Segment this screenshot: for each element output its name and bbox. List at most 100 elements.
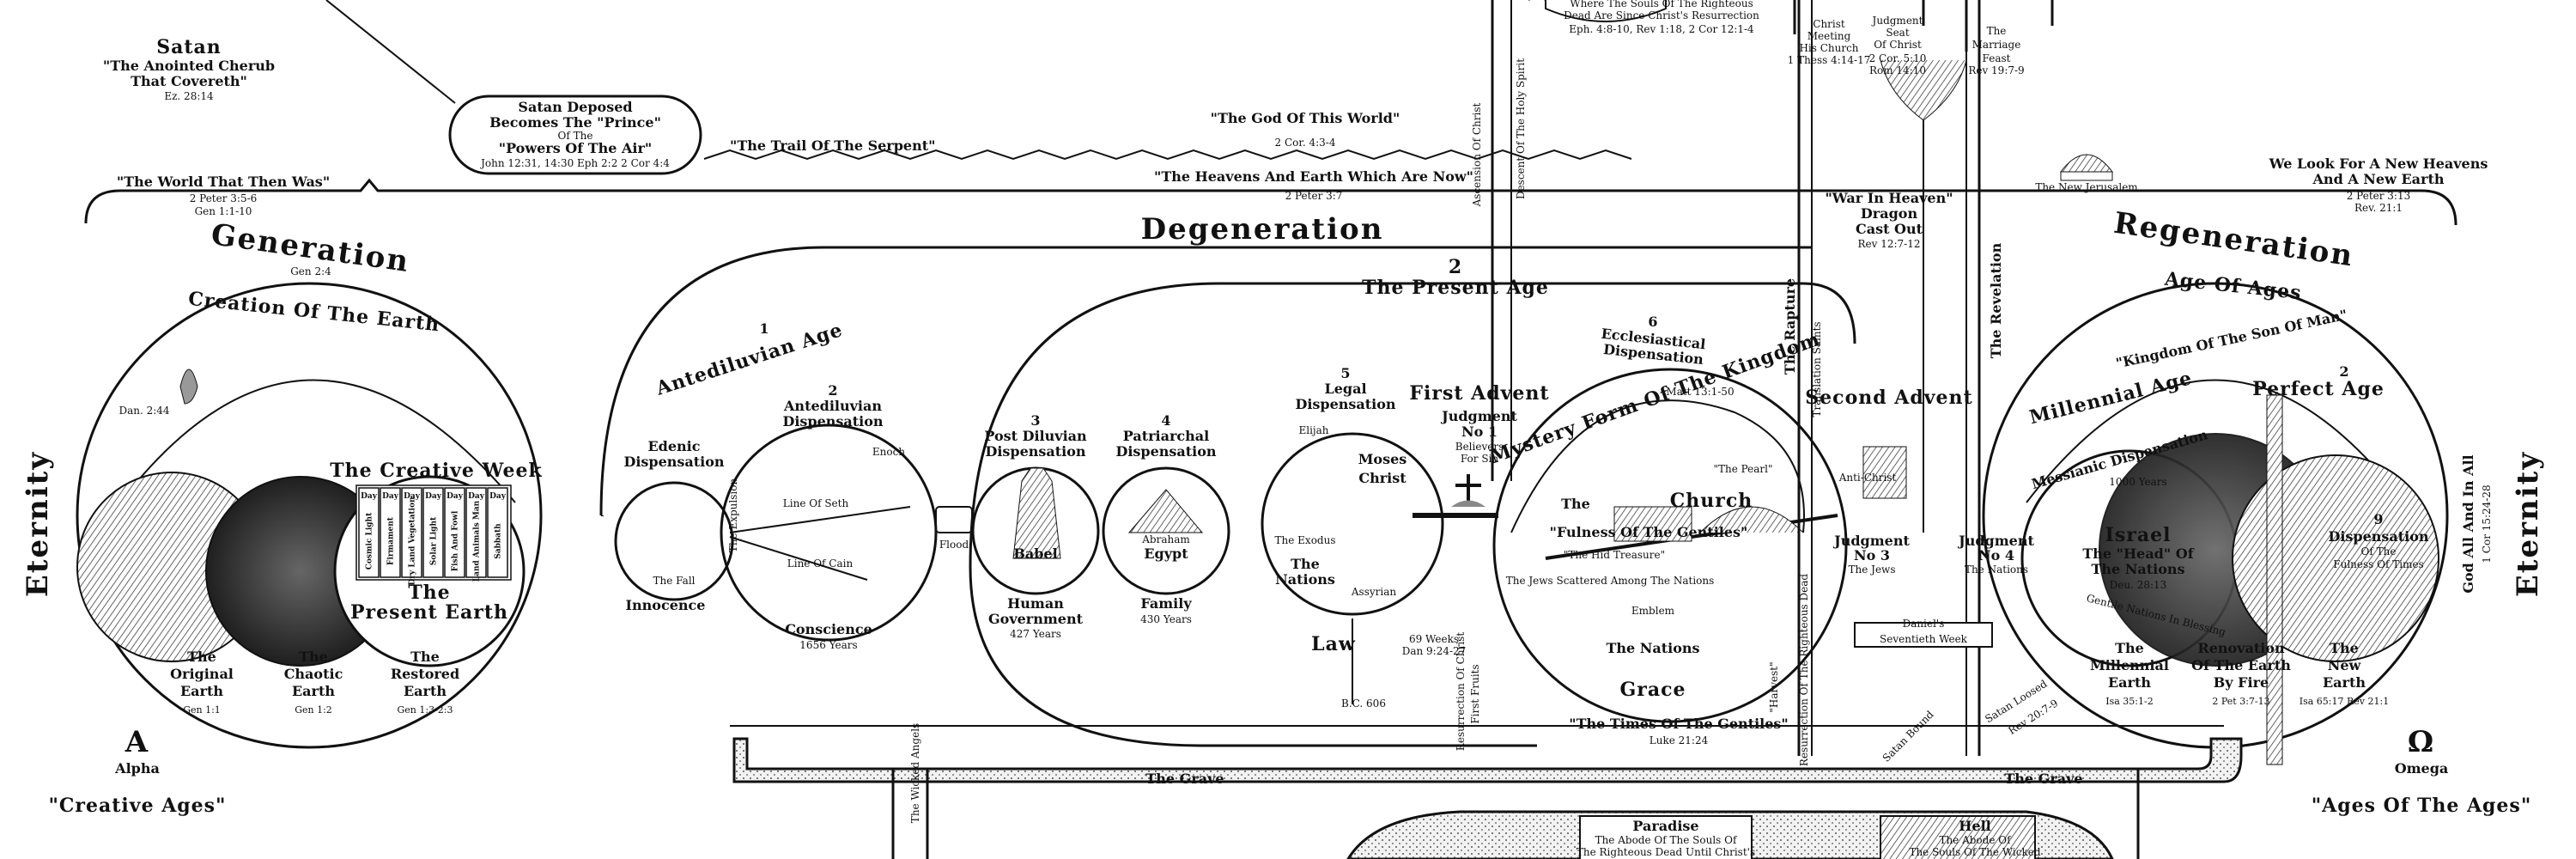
pearl-label: "The Pearl"	[1713, 463, 1772, 475]
babel-tower	[1012, 467, 1061, 559]
present-earth-2: Present Earth	[350, 601, 508, 624]
judg4-l2: No 4	[1978, 547, 2014, 564]
line-of-seth	[729, 506, 911, 533]
earth-caption-ref: Gen 1:1	[183, 704, 221, 716]
line-of-seth-label: Line Of Seth	[783, 497, 849, 509]
post-dil-num: 3	[1030, 412, 1040, 429]
christ-meeting-l3: His Church	[1799, 42, 1858, 54]
day-work: Firmament	[387, 516, 396, 565]
dragon	[1880, 59, 1967, 121]
satan-line2: That Covereth"	[131, 73, 247, 89]
antediluvian-title: Antediluvian Age	[653, 319, 846, 400]
earth-caption-line: The	[299, 649, 328, 665]
eccl-the: The	[1561, 496, 1590, 512]
deposed-line2: Becomes The "Prince"	[489, 114, 661, 131]
post-dil-years: 427 Years	[1010, 628, 1061, 640]
disp9-l2: Of The	[2361, 545, 2397, 557]
church: Church	[1670, 490, 1753, 512]
earth-caption-line: Renovation	[2197, 640, 2285, 656]
day-label: Day	[361, 492, 378, 501]
earth-caption-line: Earth	[292, 683, 335, 699]
patriarchal-circle	[1102, 466, 1230, 595]
earth-caption-ref: Isa 35:1-2	[2105, 696, 2153, 707]
judg4-l3: The Nations	[1965, 564, 2028, 576]
war-heaven-l3: Cast Out	[1856, 221, 1923, 237]
earth-caption-line: By Fire	[2214, 674, 2269, 691]
war-heaven-l2: Dragon	[1861, 205, 1918, 222]
bc606: B.C. 606	[1341, 698, 1386, 710]
first-advent-no: No 1	[1461, 423, 1498, 440]
present-age-arc	[969, 282, 1856, 568]
family-years: 430 Years	[1140, 613, 1192, 625]
judgment-seat-l2: Seat	[1886, 27, 1909, 39]
day-work: Sabbath	[495, 523, 503, 559]
exodus: The Exodus	[1275, 534, 1336, 546]
hell-box	[1880, 815, 2036, 859]
emblem: Emblem	[1631, 605, 1675, 617]
present-age-lower	[969, 566, 1537, 747]
moses: Moses	[1358, 451, 1407, 467]
patriarchal-l1: Patriarchal	[1123, 428, 1209, 444]
earth-caption-line: Chaotic	[284, 666, 343, 682]
top-cloud	[1528, 0, 1667, 22]
mystery-ref: Matt 13:1-50	[1666, 386, 1734, 398]
angel-figure	[179, 369, 198, 405]
legal-circle	[1261, 432, 1444, 616]
heavens-now: "The Heavens And Earth Which Are Now"	[1154, 168, 1473, 185]
new-heavens-l1: We Look For A New Heavens	[2269, 155, 2488, 172]
earth-caption-line: Of The Earth	[2191, 657, 2291, 673]
rapture: The Rapture	[1782, 278, 1798, 375]
earth-caption-line: Millennial	[2090, 657, 2169, 673]
day-column	[487, 487, 508, 578]
antediluvian-arc	[599, 246, 1812, 516]
patriarchal-num: 4	[1161, 412, 1170, 429]
dan-ref: Dan. 2:44	[118, 405, 169, 417]
antichrist-figure	[1862, 446, 1907, 499]
ante-disp-l2: Dispensation	[782, 413, 883, 430]
deposed-line1: Satan Deposed	[518, 99, 632, 115]
edenic-l2: Dispensation	[623, 454, 724, 470]
ecclesiastical-circle	[1492, 368, 1848, 723]
first-advent-title: First Advent	[1409, 382, 1549, 405]
grave	[730, 725, 2243, 859]
grave-band	[732, 737, 2243, 783]
post-dil-l2: Dispensation	[985, 443, 1085, 460]
edenic-circle	[614, 481, 734, 601]
daniel-ref: Dan 9:24-27	[1402, 645, 1467, 657]
serpent-trail-zigzag	[703, 149, 1632, 161]
present-earth-1: The	[408, 582, 450, 604]
day-column	[444, 487, 465, 578]
millennial-age: Millennial Age	[2027, 367, 2195, 429]
degeneration-title: Degeneration	[1141, 212, 1384, 247]
daniels-week-box	[1854, 622, 1993, 648]
line-of-cain	[729, 536, 868, 581]
elijah: Elijah	[1298, 424, 1328, 436]
earth-caption-line: The	[2330, 640, 2359, 656]
family: Family	[1140, 595, 1192, 612]
earth-caption-line: Original	[170, 666, 234, 682]
present-age-title: The Present Age	[1362, 277, 1549, 299]
grave-left: The Grave	[1145, 771, 1224, 787]
earth-caption-line: The	[187, 649, 216, 665]
disp9-num: 9	[2373, 511, 2383, 527]
ascension: Ascension Of Christ	[1471, 102, 1483, 207]
heavens-now-arc	[84, 178, 2458, 226]
human: Human	[1007, 595, 1064, 612]
earth-caption-line: The	[2115, 640, 2144, 656]
fire-column	[2266, 394, 2283, 765]
judg3-l2: No 3	[1854, 547, 1890, 564]
day-label: Day	[382, 492, 399, 501]
times-gentiles-ref: Luke 21:24	[1649, 734, 1709, 746]
grave-right: The Grave	[2004, 771, 2082, 787]
judg4-l1: Judgment	[1957, 533, 2034, 549]
perfect-age-num: 2	[2339, 363, 2348, 380]
judgment-seat-l3: Of Christ	[1874, 39, 1922, 51]
pearl	[1699, 506, 1804, 533]
alpha-symbol: A	[125, 725, 149, 759]
conscience: Conscience	[785, 621, 872, 637]
earth-caption-ref: Gen 1:2	[295, 704, 332, 716]
head-of: The "Head" Of	[2082, 545, 2194, 562]
church-building	[1613, 506, 1692, 542]
